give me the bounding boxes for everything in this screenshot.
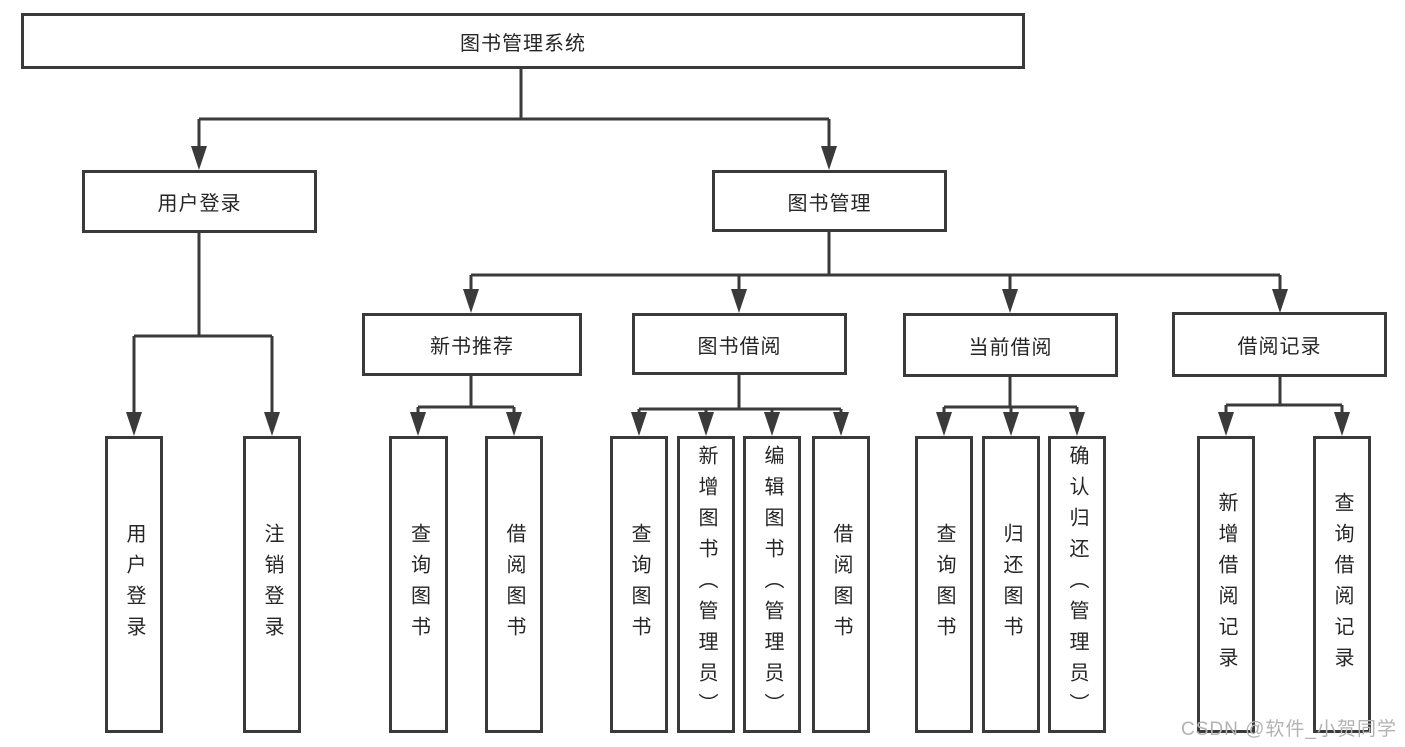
node-label: 用户登录 [123,522,145,647]
node-label: 查询图书 [933,522,955,647]
arrow-icon [821,146,837,170]
node-label: 查询图书 [407,522,430,647]
watermark-text: CSDN @软件_小贺同学 [1181,719,1397,740]
arrow-icon [463,289,479,313]
arrow-icon [698,412,714,436]
arrow-icon [631,412,647,436]
leaf-logout-login: 注销登录 [243,436,301,733]
node-label: 归还图书 [1000,522,1022,647]
arrow-icon [731,289,747,313]
node-current-borrowing: 当前借阅 [903,313,1118,377]
node-label: 借阅图书 [503,522,525,647]
node-label: 确认归还（管理员） [1066,445,1088,724]
node-label: 当前借阅 [968,336,1053,359]
node-label: 查询借阅记录 [1331,491,1353,678]
arrow-icon [1002,289,1018,313]
leaf-search-books-borrowing: 查询图书 [610,436,668,733]
connector-new-book-branch [416,376,516,416]
connector-book-management-branch [469,232,1282,293]
arrow-icon [1218,412,1234,436]
leaf-add-books-admin: 新增图书（管理员） [677,436,735,733]
leaf-borrow-books-recommend: 借阅图书 [485,436,543,733]
arrow-icon [1272,289,1288,313]
connector-lines [132,69,1344,416]
arrow-icon [264,412,280,436]
arrow-icon [506,412,522,436]
leaf-confirm-return-admin: 确认归还（管理员） [1048,436,1106,733]
node-label: 新书推荐 [430,336,514,358]
arrow-icon [410,412,426,436]
node-label: 图书借阅 [697,335,782,358]
arrow-icon [936,412,952,436]
node-book-management: 图书管理 [712,170,947,232]
node-label: 图书管理 [787,192,872,215]
leaf-user-login: 用户登录 [105,436,163,733]
connector-book-borrowing-branch [637,375,843,416]
leaf-search-books-current: 查询图书 [915,436,973,733]
node-book-borrowing: 图书借阅 [632,313,847,375]
node-label: 新增借阅记录 [1215,491,1237,678]
node-label: 编辑图书（管理员） [761,445,783,724]
leaf-search-borrow-record: 查询借阅记录 [1313,436,1371,733]
node-label: 图书管理系统 [460,32,586,55]
arrow-icon [833,412,849,436]
node-label: 注销登录 [261,522,283,647]
arrow-icon [126,412,142,436]
arrow-icon [1334,412,1350,436]
leaf-add-borrow-record: 新增借阅记录 [1197,436,1255,733]
arrow-icon [1003,412,1019,436]
leaf-borrow-books-borrowing: 借阅图书 [812,436,870,733]
leaf-search-books-recommend: 查询图书 [389,436,448,733]
node-borrowing-records: 借阅记录 [1172,312,1387,377]
leaf-return-books: 归还图书 [982,436,1040,733]
connector-root-to-level2 [197,69,831,150]
connector-current-borrowing-branch [942,377,1079,416]
node-new-book-recommendation: 新书推荐 [362,313,582,376]
arrow-icon [764,412,780,436]
node-label: 借阅图书 [830,522,852,647]
arrow-icon [191,146,207,170]
connector-user-login-branch [132,233,274,416]
node-label: 借阅记录 [1237,336,1322,358]
node-label: 查询图书 [628,522,650,647]
leaf-edit-books-admin: 编辑图书（管理员） [743,436,801,733]
arrow-icon [1069,412,1085,436]
node-label: 新增图书（管理员） [695,445,717,724]
node-root: 图书管理系统 [21,13,1025,69]
node-user-login: 用户登录 [82,170,317,233]
node-label: 用户登录 [157,193,242,215]
connector-borrowing-records-branch [1224,377,1344,416]
arrowheads [126,146,1350,436]
